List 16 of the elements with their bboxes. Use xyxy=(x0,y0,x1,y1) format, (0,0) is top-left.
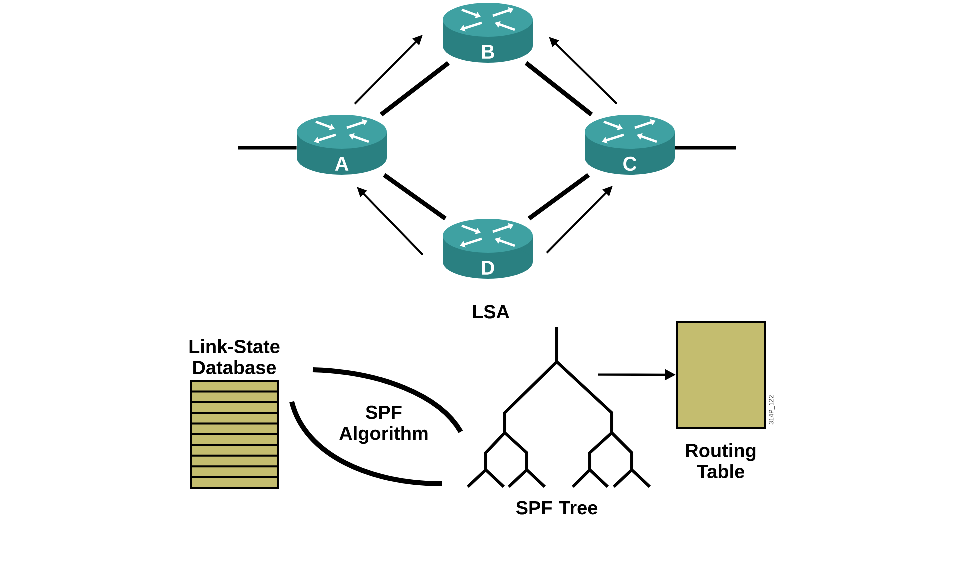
router: D xyxy=(443,219,533,279)
connector-line xyxy=(524,61,594,117)
table-label: Routing Table xyxy=(686,444,756,478)
tree-label: SPF Tree xyxy=(516,501,598,515)
router: B xyxy=(443,3,533,63)
connector-line xyxy=(675,146,736,150)
connector-line xyxy=(380,61,450,117)
connector-line xyxy=(528,173,590,221)
connector-line xyxy=(238,146,297,150)
router: C xyxy=(585,115,675,175)
connector-line xyxy=(383,173,447,221)
label: SPF Algorithm xyxy=(340,406,428,444)
label: LSA xyxy=(473,305,510,319)
node-label: B xyxy=(482,45,494,59)
heading: Link-State Database xyxy=(190,340,280,374)
router: A xyxy=(297,115,387,175)
